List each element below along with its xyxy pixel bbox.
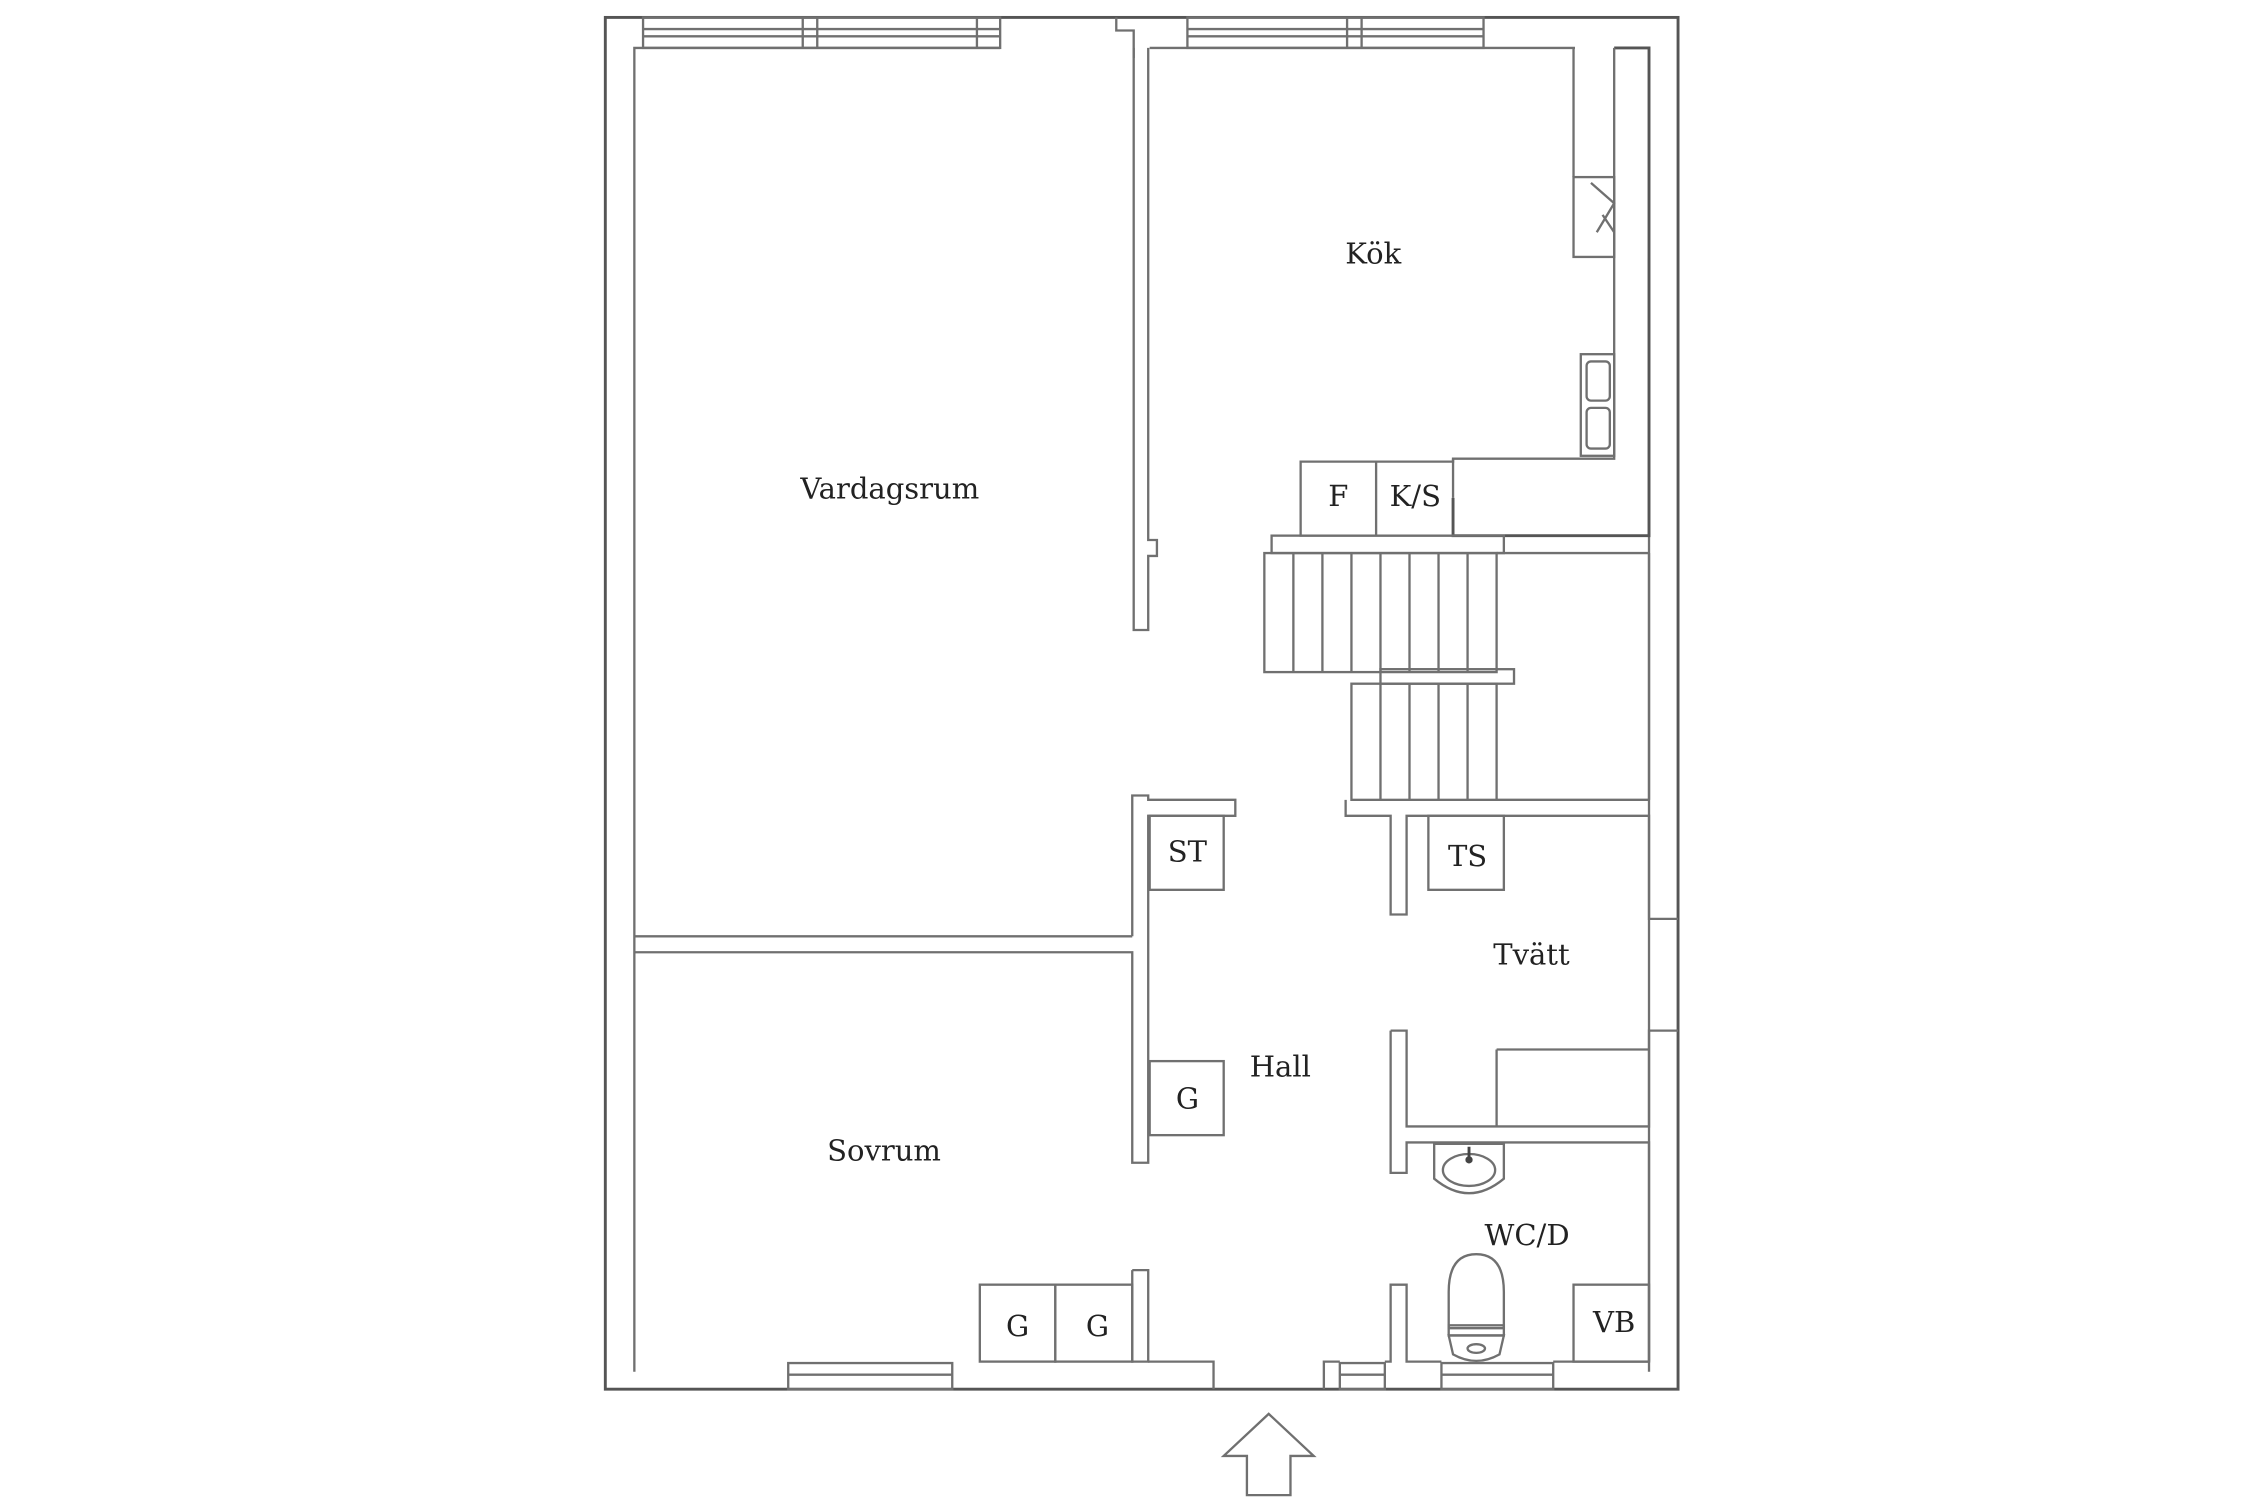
fixture-boxes	[978, 814, 1651, 1363]
staircase	[1263, 534, 1650, 801]
fixture-label-wardrobe-1: G	[1006, 1309, 1029, 1343]
outer-walls	[603, 15, 1680, 1391]
fixture-label-tumble-dryer: TS	[1448, 839, 1487, 873]
room-label-wcd: WC/D	[1485, 1218, 1570, 1252]
entrance-arrow-icon	[1220, 1412, 1317, 1497]
room-label-kok: Kök	[1345, 236, 1401, 270]
fixture-label-wardrobe-hall: G	[1176, 1081, 1199, 1115]
room-label-vardagsrum: Vardagsrum	[799, 472, 979, 506]
room-label-tvatt: Tvätt	[1493, 938, 1570, 972]
toilet-icon	[1447, 1253, 1506, 1363]
fixture-label-fridge: F	[1328, 479, 1348, 513]
stove-icon	[1572, 175, 1616, 259]
room-label-sovrum: Sovrum	[827, 1134, 941, 1168]
room-label-hall: Hall	[1250, 1049, 1311, 1083]
fixture-label-storage: ST	[1168, 835, 1208, 869]
kitchen-sink-icon	[1579, 353, 1616, 457]
fixture-label-freezer: K/S	[1390, 479, 1441, 513]
sink-icon	[1433, 1142, 1506, 1195]
fixture-label-water-heater: VB	[1592, 1305, 1635, 1339]
windows	[641, 16, 1555, 1391]
kitchen-counter	[1299, 46, 1651, 538]
fixture-label-wardrobe-2: G	[1086, 1309, 1109, 1343]
interior-walls	[634, 17, 1679, 1390]
